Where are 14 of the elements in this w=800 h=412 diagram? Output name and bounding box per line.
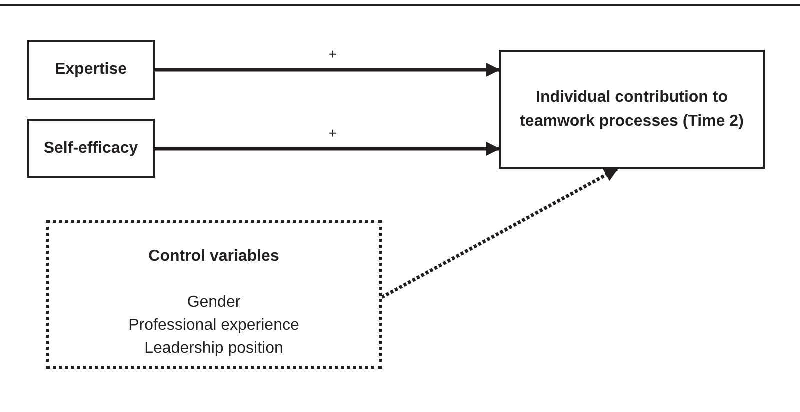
arrow bbox=[155, 63, 500, 77]
box-label: Individual contribution to teamwork processes (Time 2) bbox=[519, 88, 745, 132]
box-label: Expertise bbox=[54, 60, 128, 80]
predictor-box bbox=[27, 40, 155, 100]
variable-item: Leadership position bbox=[144, 339, 284, 359]
variable-item: Professional experience bbox=[128, 316, 300, 336]
outcome-box bbox=[499, 50, 765, 169]
dotted-arrow bbox=[381, 167, 619, 300]
box-heading: Control variables bbox=[148, 247, 280, 267]
arrow bbox=[155, 142, 500, 156]
control-variables-box bbox=[46, 220, 382, 369]
variable-item: Gender bbox=[187, 293, 241, 313]
predictor-box bbox=[27, 119, 155, 178]
box-label: Self-efficacy bbox=[44, 138, 138, 158]
